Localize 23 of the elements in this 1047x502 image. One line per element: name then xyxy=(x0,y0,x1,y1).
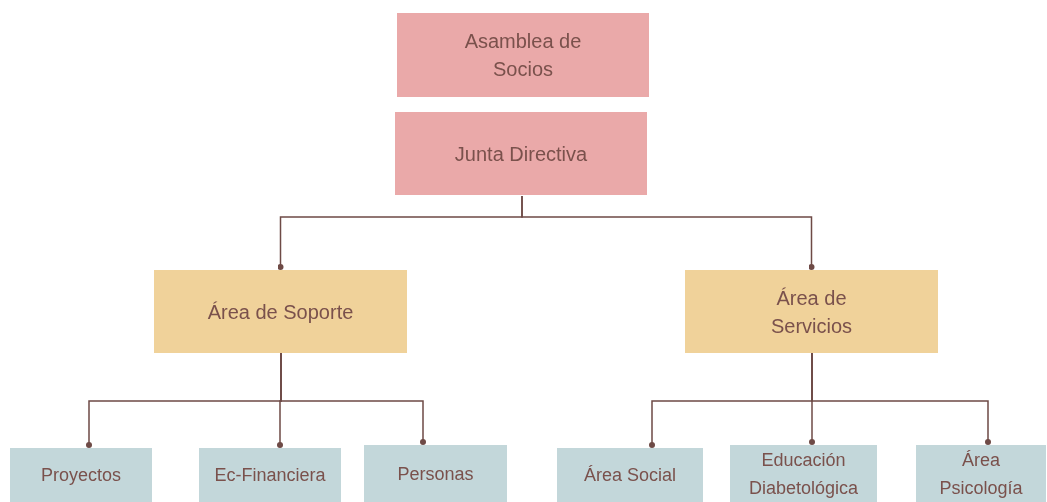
box-label: Área Psicología xyxy=(938,448,1024,500)
box-label: Junta Directiva xyxy=(454,141,588,167)
connector-line xyxy=(280,352,426,445)
box-label: Ec-Financiera xyxy=(214,464,326,487)
connector-line xyxy=(521,195,815,270)
box-label: Asamblea de Socios xyxy=(463,29,583,82)
box-label: Educación Diabetológica xyxy=(747,448,860,500)
org-box xyxy=(154,270,407,353)
box-label: Personas xyxy=(397,462,474,486)
connector-line xyxy=(811,352,991,445)
org-box xyxy=(199,448,341,502)
org-box xyxy=(916,445,1046,502)
org-box xyxy=(557,448,703,502)
org-box xyxy=(364,445,507,502)
org-box xyxy=(397,13,649,97)
org-box xyxy=(685,270,938,353)
box-label: Área de Servicios xyxy=(769,285,854,339)
box-label: Área Social xyxy=(583,464,677,487)
org-box xyxy=(395,112,647,195)
org-box xyxy=(10,448,152,502)
box-label: Área de Soporte xyxy=(207,299,354,325)
box-label: Proyectos xyxy=(40,464,121,487)
org-box xyxy=(730,445,877,502)
